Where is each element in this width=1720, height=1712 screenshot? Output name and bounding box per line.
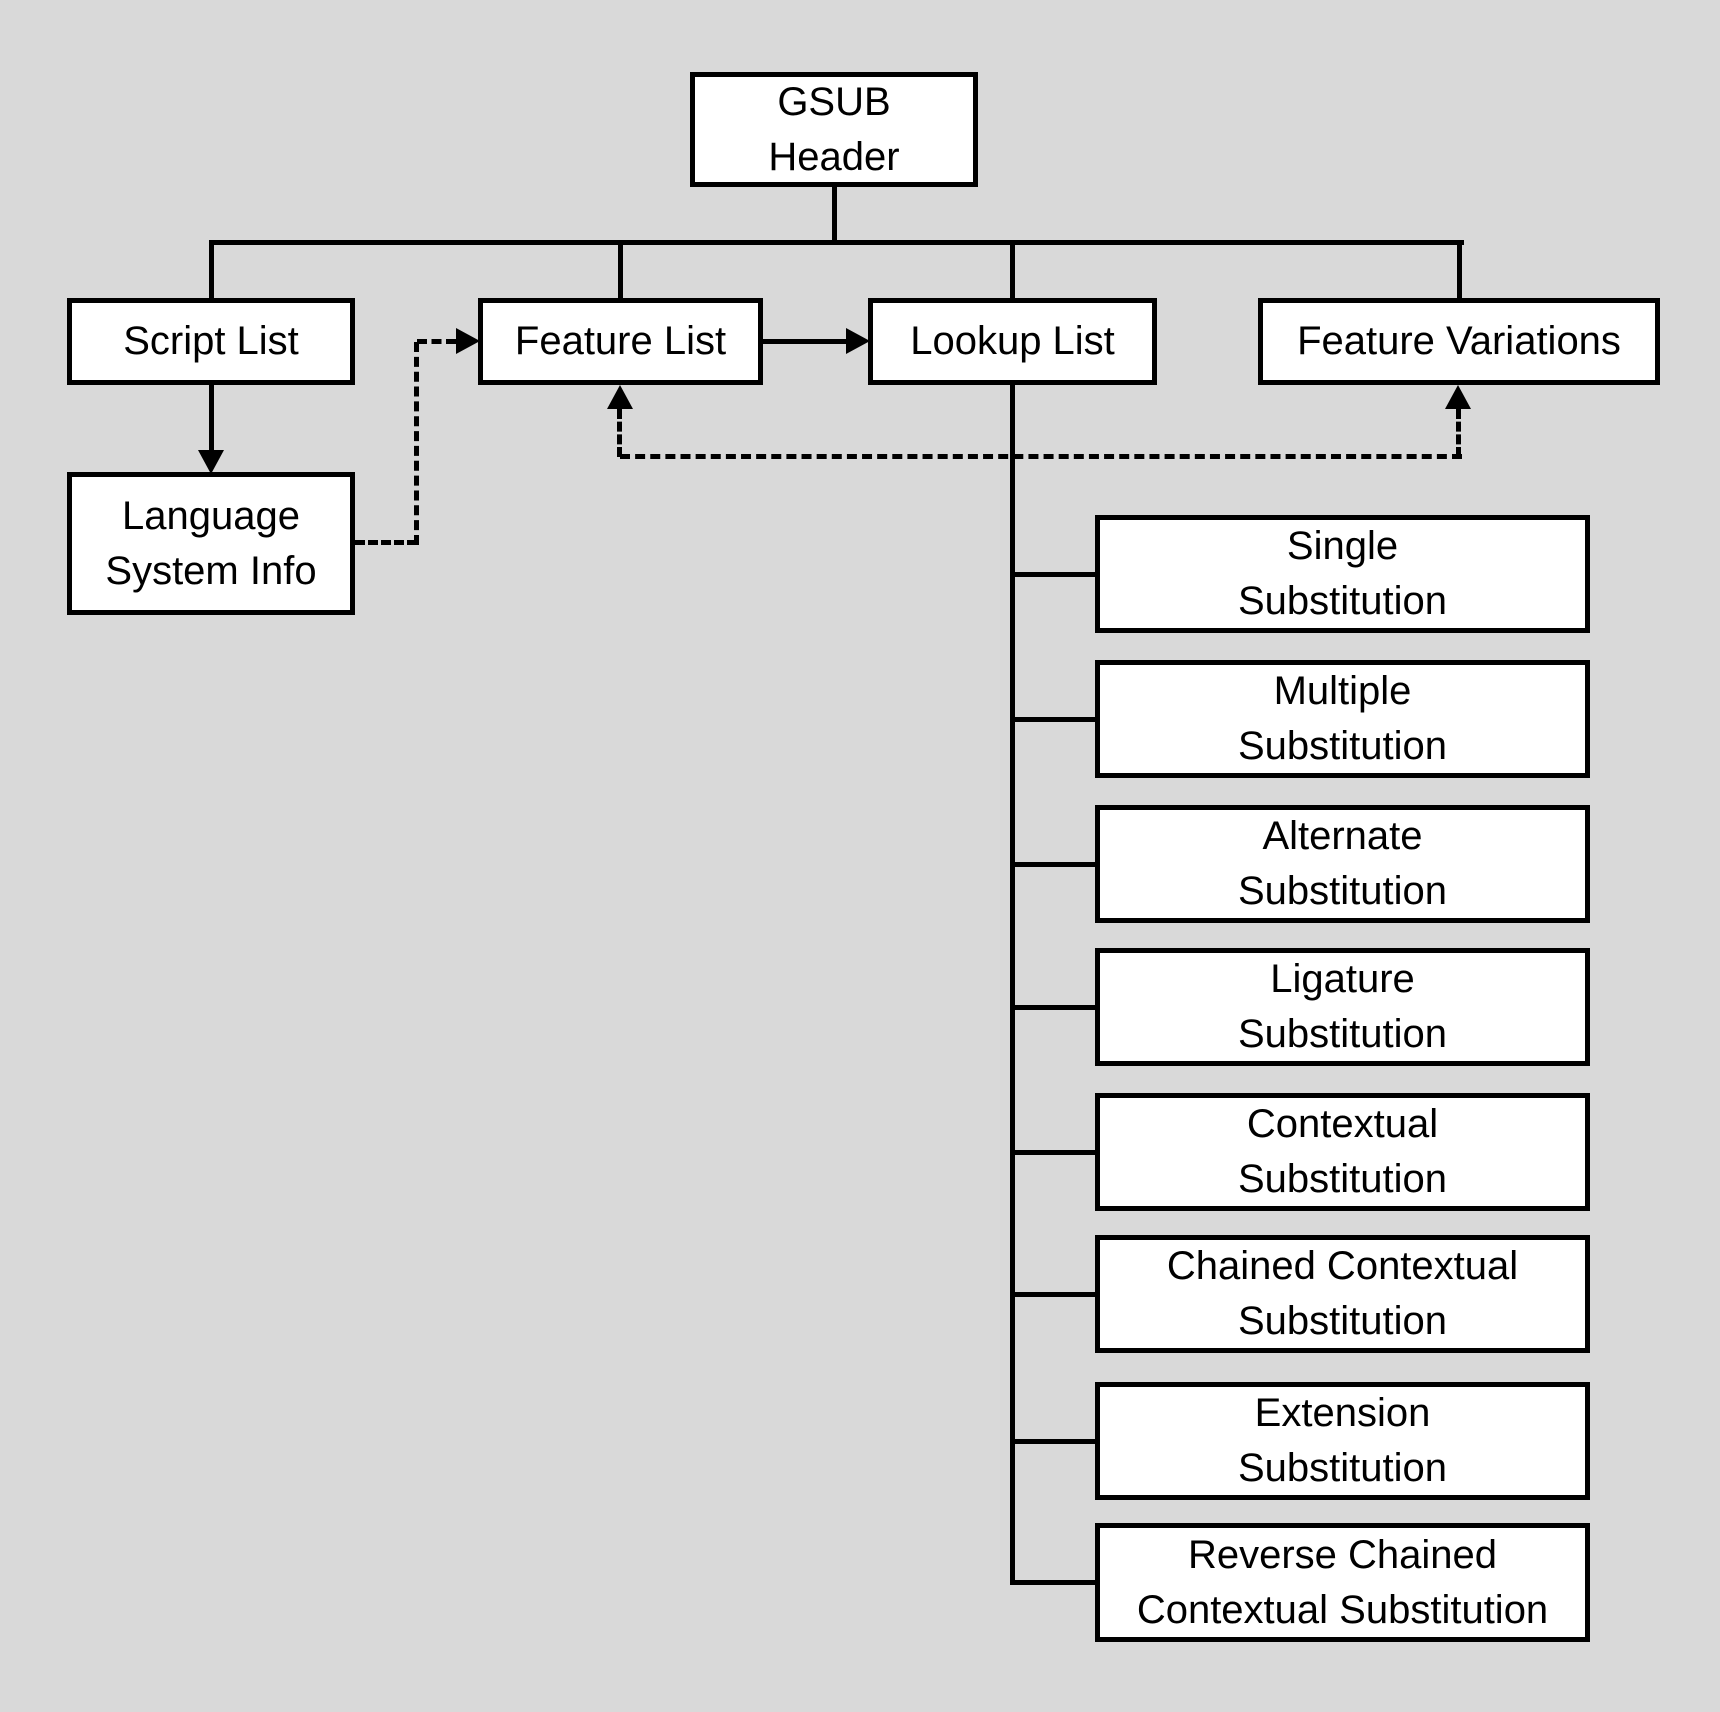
node-feature-list: Feature List [478,298,763,385]
branch-alternate-substitution [1010,862,1097,867]
arrowhead-dashed-into-featurelist-bottom [607,385,633,409]
node-label: Feature Variations [1297,319,1621,363]
node-label-line: Alternate [1262,814,1423,858]
node-chained-contextual-substitution: Chained Contextual Substitution [1095,1235,1590,1353]
node-multiple-substitution: Multiple Substitution [1095,660,1590,778]
node-label-line: Language [122,493,300,538]
arrowhead-into-lookuplist [846,328,870,354]
connector-featurelist-to-lookuplist [763,339,848,344]
node-label-line: Ligature [1270,957,1415,1001]
branch-reverse-chained-substitution [1010,1580,1097,1585]
node-script-list: Script List [67,298,355,385]
node-label-line: Header [768,134,900,179]
connector-lookup-stem [1010,385,1015,1585]
node-label: Script List [123,319,299,363]
arrowhead-dashed-into-featurelist [456,328,480,354]
dashed-langsys-into-featurelist [417,339,456,344]
branch-extension-substitution [1010,1439,1097,1444]
node-contextual-substitution: Contextual Substitution [1095,1093,1590,1211]
node-label: Lookup List [910,319,1115,363]
node-language-system-info: Language System Info [67,472,355,615]
dashed-long-horizontal [620,454,1462,459]
node-label-line: Contextual [1246,1102,1439,1146]
node-label-line: Substitution [1237,1299,1448,1343]
node-single-substitution: Single Substitution [1095,515,1590,633]
connector-drop-script-list [209,240,214,298]
node-label-line: Multiple [1273,669,1412,713]
branch-chained-contextual-substitution [1010,1292,1097,1297]
node-label-line: GSUB [777,79,891,124]
node-label-line: Substitution [1237,579,1448,623]
node-label-line: Substitution [1237,1157,1448,1201]
branch-single-substitution [1010,572,1097,577]
node-label: Feature List [514,319,727,363]
branch-ligature-substitution [1010,1005,1097,1010]
node-label-line: Extension [1254,1391,1431,1435]
node-alternate-substitution: Alternate Substitution [1095,805,1590,923]
node-label-line: Substitution [1237,869,1448,913]
branch-contextual-substitution [1010,1150,1097,1155]
arrowhead-dashed-into-featurevariations [1445,385,1471,409]
dashed-langsys-up [414,342,419,545]
arrowhead-into-langsys [198,450,224,474]
node-label-line: Contextual Substitution [1136,1587,1549,1632]
connector-script-to-langsys [209,385,214,452]
node-label-line: System Info [105,548,317,593]
node-label-line: Substitution [1237,1012,1448,1056]
node-feature-variations: Feature Variations [1258,298,1660,385]
connector-drop-lookup-list [1010,240,1015,298]
node-extension-substitution: Extension Substitution [1095,1382,1590,1500]
node-gsub-header: GSUB Header [690,72,978,187]
node-lookup-list: Lookup List [868,298,1157,385]
branch-multiple-substitution [1010,717,1097,722]
connector-gsub-stem [832,185,837,245]
node-label-line: Chained Contextual [1166,1244,1519,1288]
node-ligature-substitution: Ligature Substitution [1095,948,1590,1066]
connector-drop-feature-variations [1457,240,1462,298]
node-label-line: Substitution [1237,724,1448,768]
node-label-line: Reverse Chained [1187,1532,1498,1577]
dashed-featurevariations-up [1456,409,1461,457]
node-label-line: Single [1286,524,1399,568]
connector-top-horizontal [209,240,1464,245]
node-reverse-chained-contextual-substitution: Reverse Chained Contextual Substitution [1095,1523,1590,1642]
dashed-featurelist-down [617,409,622,457]
dashed-langsys-out [355,540,417,545]
connector-drop-feature-list [618,240,623,298]
node-label-line: Substitution [1237,1446,1448,1490]
